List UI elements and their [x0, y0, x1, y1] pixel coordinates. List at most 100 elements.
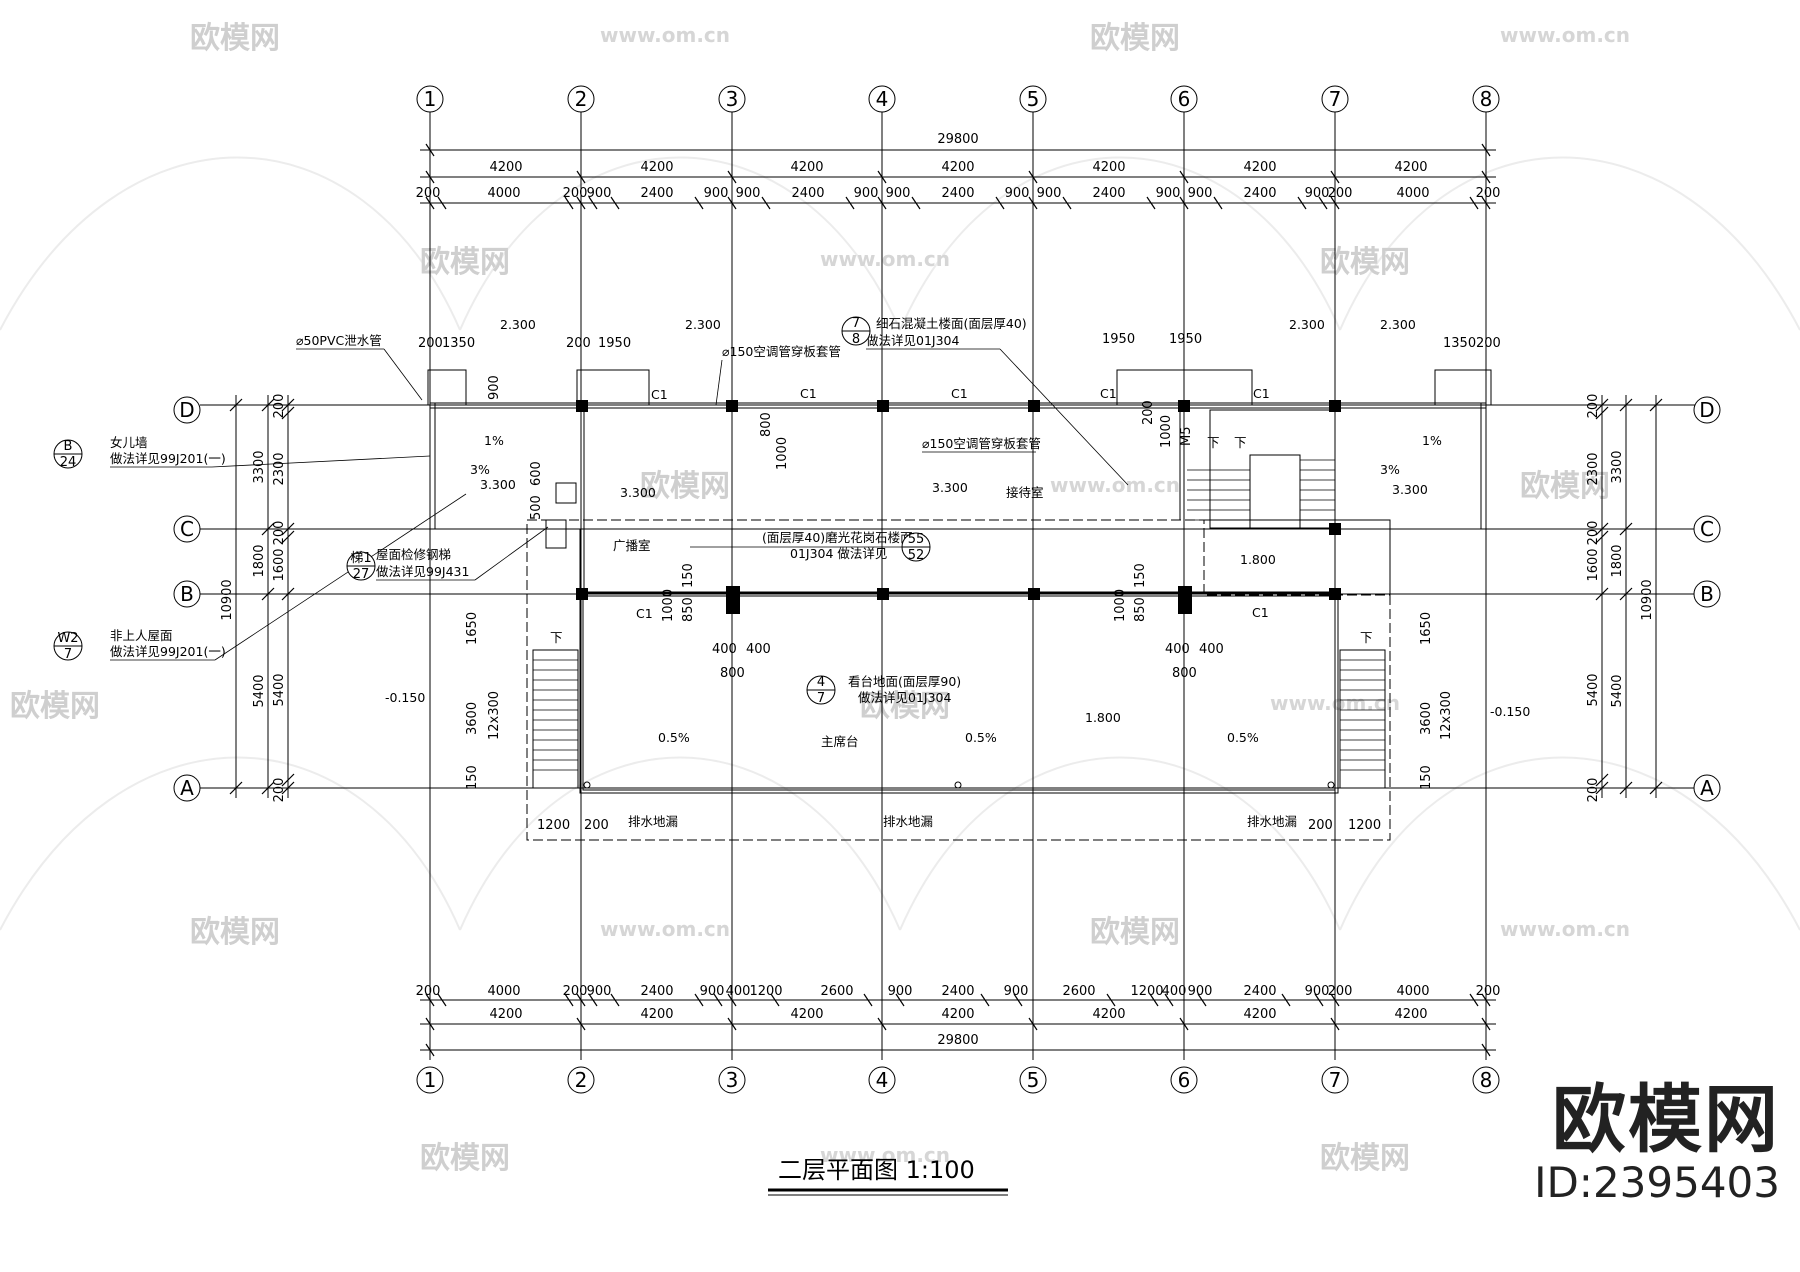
watermark-brand: 欧模网: [420, 1141, 510, 1176]
local-dim: 800: [720, 666, 745, 681]
dim-detail: 4000: [1396, 186, 1429, 201]
dim-bay: 4200: [1243, 1007, 1276, 1022]
ref-bubble-bottom: 8: [852, 332, 860, 347]
dim-left-inner: 1600: [272, 548, 287, 581]
dim-detail: 200: [563, 186, 588, 201]
watermark-url: www.om.cn: [1500, 23, 1630, 47]
elevation-mark: 3.300: [620, 485, 656, 500]
dim-detail: 900: [1188, 186, 1213, 201]
axis-label-7: 7: [1329, 1068, 1342, 1092]
dim-total-bottom: 29800: [937, 1033, 978, 1048]
dim-detail: 900: [854, 186, 879, 201]
local-dim: 400: [712, 642, 737, 657]
local-dim: 1000: [1159, 415, 1174, 448]
watermark-url: www.om.cn: [1050, 473, 1180, 497]
local-dim: 3600: [465, 702, 480, 735]
ref-bubble-bottom: 7: [817, 691, 825, 706]
local-dim: 1000: [1113, 589, 1128, 622]
dim-detail: 900: [704, 186, 729, 201]
dim-detail: 400: [1162, 984, 1187, 999]
dim-detail: 200: [1476, 984, 1501, 999]
dim-detail: 900: [1156, 186, 1181, 201]
dim-detail: 2400: [1243, 984, 1276, 999]
dim-detail: 900: [886, 186, 911, 201]
window-c1: C1: [1252, 605, 1269, 620]
dim-detail: 2400: [941, 984, 974, 999]
local-dim: 150: [681, 563, 696, 588]
watermark-brand: 欧模网: [1320, 245, 1410, 280]
elevation-mark: -0.150: [1490, 704, 1530, 719]
axis-label-3: 3: [726, 1068, 739, 1092]
dim-right-inner: 2300: [1586, 452, 1601, 485]
local-dim: 1650: [465, 612, 480, 645]
ref-bubble-bottom: 27: [353, 567, 370, 582]
dim-bay: 4200: [489, 1007, 522, 1022]
floor-drain-label: 排水地漏: [1247, 814, 1297, 829]
local-dim: 400: [746, 642, 771, 657]
stair-spec: 12x300: [487, 691, 502, 740]
dim-detail: 2400: [791, 186, 824, 201]
dim-left-inner: 200: [272, 521, 287, 546]
local-dim: 150: [465, 765, 480, 790]
axis-label-4: 4: [876, 87, 889, 111]
watermark-brand: 欧模网: [190, 915, 280, 950]
note-roof: 非上人屋面: [110, 628, 173, 643]
brand-name: 欧模网: [1552, 1077, 1780, 1163]
room-broadcast: 广播室: [613, 538, 651, 553]
local-dim: 1950: [1102, 332, 1135, 347]
elevation-mark: 2.300: [500, 317, 536, 332]
dim-right-mid: 3300: [1610, 450, 1625, 483]
note-roof-ref: 做法详见99J201(一): [110, 644, 226, 659]
axis-label-5: 5: [1027, 87, 1040, 111]
dim-bay: 4200: [1394, 1007, 1427, 1022]
room-reception: 接待室: [1006, 485, 1044, 500]
axis-label-6: 6: [1178, 1068, 1191, 1092]
local-dim: 200: [566, 336, 591, 351]
dim-detail: 200: [1328, 186, 1353, 201]
ref-bubble-top: B: [64, 439, 73, 454]
local-dim: 600: [529, 461, 544, 486]
dim-detail: 4000: [487, 186, 520, 201]
axis-label-5: 5: [1027, 1068, 1040, 1092]
dim-detail: 2600: [1062, 984, 1095, 999]
dim-bay: 4200: [941, 1007, 974, 1022]
slope-mark: 3%: [1380, 462, 1400, 477]
local-dim: 3600: [1419, 702, 1434, 735]
dim-bay: 4200: [1394, 160, 1427, 175]
note-granite-floor-ref: 01J304 做法详见: [790, 546, 887, 561]
watermark-brand: 欧模网: [10, 689, 100, 724]
dim-detail: 4000: [1396, 984, 1429, 999]
dim-detail: 200: [416, 984, 441, 999]
watermark-url: www.om.cn: [600, 23, 730, 47]
elevation-mark: 1.800: [1085, 710, 1121, 725]
dim-bay: 4200: [1243, 160, 1276, 175]
local-dim: 200: [1141, 400, 1156, 425]
dim-right-inner: 200: [1586, 778, 1601, 803]
down-mark: 下: [1207, 435, 1220, 450]
dim-left-mid: 5400: [252, 674, 267, 707]
watermark-url: www.om.cn: [820, 1143, 950, 1167]
watermark-brand: 欧模网: [190, 21, 280, 56]
local-dim: 200: [1308, 818, 1333, 833]
dim-detail: 1200: [749, 984, 782, 999]
dim-detail: 200: [1476, 186, 1501, 201]
dim-detail: 900: [1005, 186, 1030, 201]
axis-label-2: 2: [575, 87, 588, 111]
dim-right-inner: 200: [1586, 521, 1601, 546]
axis-label-b: B: [1700, 582, 1714, 606]
dim-left-mid: 1800: [252, 544, 267, 577]
axis-label-6: 6: [1178, 87, 1191, 111]
local-dim: 200: [418, 336, 443, 351]
note-pvc-pipe: ⌀50PVC泄水管: [296, 333, 382, 348]
slope-mark: 3%: [470, 462, 490, 477]
note-concrete-floor-ref: 做法详见01J304: [866, 333, 959, 348]
elevation-mark: 3.300: [1392, 482, 1428, 497]
dim-detail: 200: [416, 186, 441, 201]
dim-detail: 2400: [640, 984, 673, 999]
window-c1: C1: [951, 386, 968, 401]
watermark-brand: 欧模网: [420, 245, 510, 280]
dim-right-inner: 1600: [1586, 548, 1601, 581]
dim-detail: 2400: [640, 186, 673, 201]
axis-label-3: 3: [726, 87, 739, 111]
dim-left-inner: 200: [272, 778, 287, 803]
